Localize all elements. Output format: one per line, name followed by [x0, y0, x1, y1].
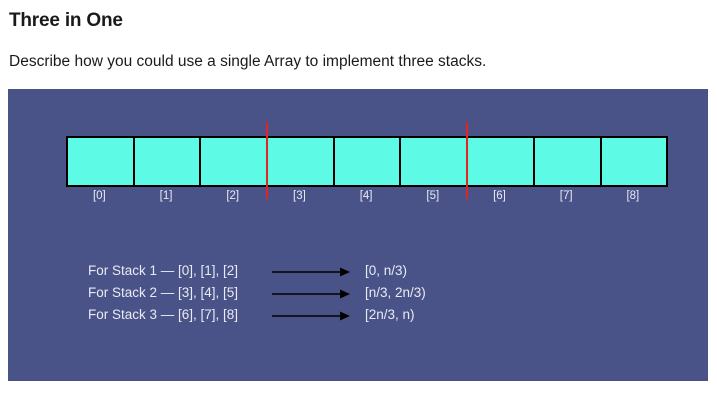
- array-cell: [268, 138, 335, 185]
- index-label: [2]: [226, 190, 240, 202]
- right-arrow-icon: [272, 311, 350, 321]
- stack-label: For Stack 1 — [0], [1], [2]: [88, 263, 239, 278]
- array-cell: [334, 138, 402, 185]
- index-label: [3]: [293, 190, 306, 202]
- array-cell: [534, 138, 602, 185]
- legend-row: For Stack 3 — [6], [7], [8] [2n/3, n): [88, 307, 488, 329]
- stack-legend: For Stack 1 — [0], [1], [2] [0, n/3) For…: [88, 263, 488, 329]
- index-label: [5]: [426, 190, 440, 202]
- array-cell: [68, 138, 135, 185]
- array-cells: [66, 136, 669, 187]
- right-arrow-icon: [272, 289, 350, 299]
- stack-range: [0, n/3): [365, 263, 408, 278]
- index-label: [1]: [159, 190, 173, 202]
- legend-row: For Stack 1 — [0], [1], [2] [0, n/3): [88, 263, 488, 285]
- index-label: [8]: [626, 190, 640, 202]
- array-cell: [201, 138, 269, 185]
- problem-description: Describe how you could use a single Arra…: [9, 53, 487, 70]
- index-label: [6]: [493, 190, 506, 202]
- stack-label: For Stack 2 — [3], [4], [5]: [88, 285, 239, 300]
- array-cell: [401, 138, 469, 185]
- array-cell: [134, 138, 202, 185]
- index-label: [7]: [559, 190, 573, 202]
- array-cell: [468, 138, 535, 185]
- page-title: Three in One: [9, 10, 123, 31]
- array-cell: [601, 138, 669, 185]
- right-arrow-icon: [272, 267, 350, 277]
- array-figure: [0] [1] [2] [3] [4] [5] [6] [7] [8] For …: [8, 89, 708, 381]
- stack-divider: [466, 122, 468, 199]
- index-label: [4]: [359, 190, 373, 202]
- index-label: [0]: [92, 190, 106, 202]
- stack-range: [2n/3, n): [365, 307, 415, 322]
- index-labels: [0] [1] [2] [3] [4] [5] [6] [7] [8]: [66, 190, 666, 202]
- stack-divider: [266, 122, 268, 199]
- stack-range: [n/3, 2n/3): [365, 285, 426, 300]
- legend-row: For Stack 2 — [3], [4], [5] [n/3, 2n/3): [88, 285, 488, 307]
- stack-label: For Stack 3 — [6], [7], [8]: [88, 307, 239, 322]
